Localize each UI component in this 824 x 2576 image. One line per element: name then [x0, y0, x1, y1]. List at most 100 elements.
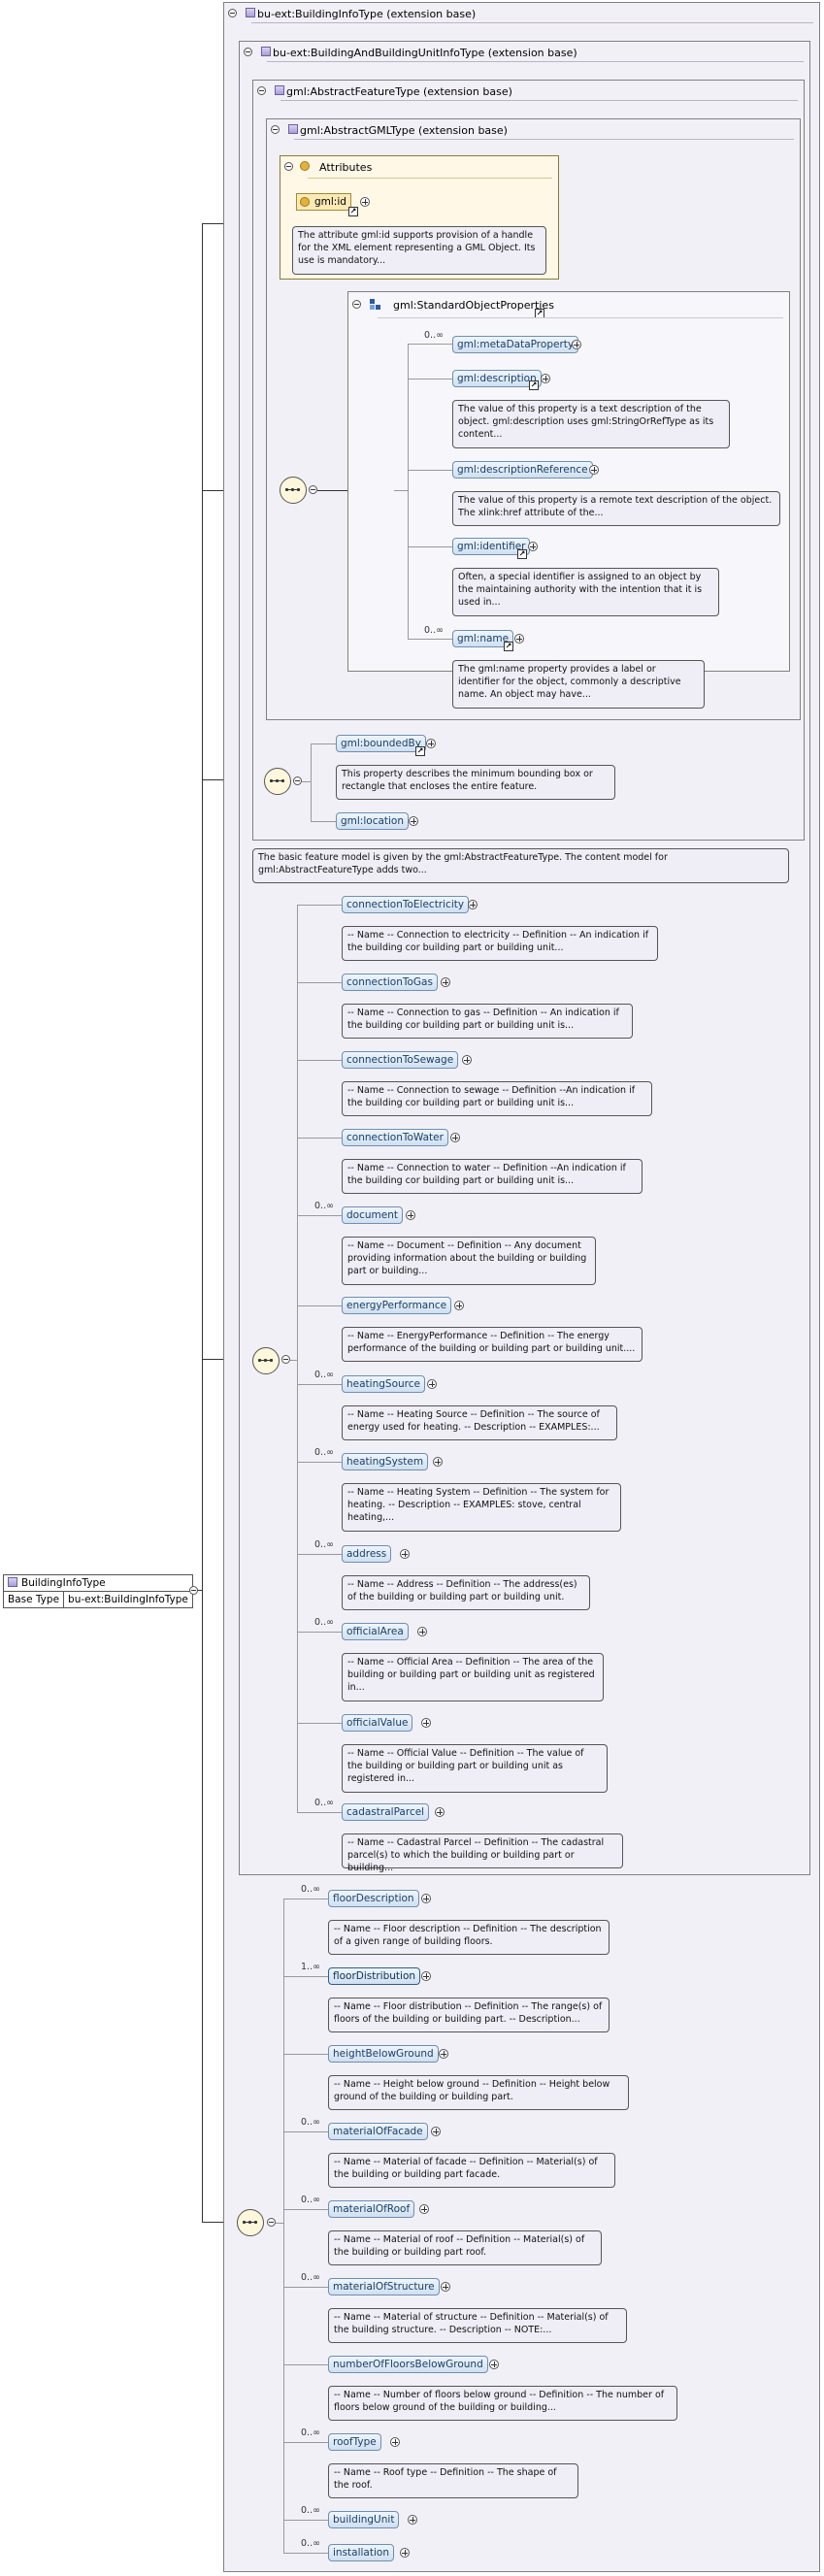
element-numberoffloorsbelowground[interactable]: numberOfFloorsBelowGround	[328, 2356, 488, 2373]
element-rooftype[interactable]: roofType	[328, 2433, 381, 2451]
element-connectiontowater[interactable]: connectionToWater	[342, 1129, 448, 1146]
type-collapse-icon[interactable]	[189, 1586, 198, 1595]
extension-title: bu-ext:BuildingInfoType (extension base)	[257, 8, 477, 20]
attributes-group: Attributes gml:id ↗ The attribute gml:id…	[280, 155, 559, 280]
type-name-cell[interactable]: BuildingInfoType	[3, 1574, 193, 1592]
plus-circle-icon[interactable]	[514, 634, 524, 644]
plus-circle-icon[interactable]	[489, 2360, 499, 2369]
complex-type-icon	[261, 47, 271, 56]
plus-circle-icon[interactable]	[572, 340, 581, 349]
plus-circle-icon[interactable]	[468, 900, 478, 909]
plus-circle-icon[interactable]	[419, 2204, 429, 2214]
plus-circle-icon[interactable]	[454, 1301, 464, 1310]
element-gml-location[interactable]: gml:location	[336, 812, 410, 830]
element-gml-description[interactable]: gml:description	[452, 370, 542, 387]
element-materialofroof[interactable]: materialOfRoof	[328, 2200, 415, 2218]
plus-circle-icon[interactable]	[541, 374, 550, 383]
minus-circle-icon[interactable]	[309, 485, 317, 494]
element-gml-name[interactable]: gml:name	[452, 630, 514, 647]
connectiontosewage-desc: -- Name -- Connection to sewage -- Defin…	[342, 1081, 654, 1118]
extension-header: bu-ext:BuildingAndBuildingUnitInfoType (…	[240, 42, 809, 63]
element-installation[interactable]: installation	[328, 2544, 394, 2561]
plus-circle-icon[interactable]	[431, 2127, 441, 2136]
occurrence-label: 0..∞	[314, 1617, 334, 1628]
element-connectiontoelectricity[interactable]: connectionToElectricity	[342, 896, 470, 913]
attributes-title: Attributes	[319, 161, 373, 174]
extension-header: gml:AbstractFeatureType (extension base)	[253, 81, 804, 102]
link-arrow-icon[interactable]: ↗	[504, 642, 513, 651]
heatingsystem-desc: -- Name -- Heating System -- Definition …	[342, 1483, 623, 1534]
element-heightbelowground[interactable]: heightBelowGround	[328, 2045, 439, 2063]
complex-type-icon	[8, 1577, 17, 1587]
link-arrow-icon[interactable]: ↗	[529, 380, 539, 390]
element-connectiontosewage[interactable]: connectionToSewage	[342, 1051, 459, 1069]
element-officialarea[interactable]: officialArea	[342, 1623, 409, 1640]
plus-circle-icon[interactable]	[400, 1549, 410, 1559]
element-heatingsource[interactable]: heatingSource	[342, 1375, 425, 1393]
element-document[interactable]: document	[342, 1206, 403, 1224]
element-materialofstructure[interactable]: materialOfStructure	[328, 2278, 440, 2295]
plus-circle-icon[interactable]	[390, 2437, 400, 2447]
minus-circle-icon[interactable]	[293, 776, 302, 785]
numberoffloorsbelowground-desc: -- Name -- Number of floors below ground…	[328, 2386, 679, 2423]
element-buildingunit[interactable]: buildingUnit	[328, 2511, 400, 2528]
element-materialoffacade[interactable]: materialOfFacade	[328, 2123, 428, 2140]
plus-circle-icon[interactable]	[439, 2049, 448, 2059]
plus-circle-icon[interactable]	[435, 1807, 445, 1817]
floordistribution-desc: -- Name -- Floor distribution -- Definit…	[328, 1998, 611, 2034]
plus-circle-icon[interactable]	[450, 1133, 460, 1142]
occurrence-label: 0..∞	[314, 1539, 334, 1550]
plus-circle-icon[interactable]	[417, 1627, 427, 1636]
minus-circle-icon[interactable]	[257, 86, 266, 95]
minus-circle-icon[interactable]	[284, 162, 293, 171]
minus-circle-icon[interactable]	[267, 2218, 276, 2227]
tree-line	[408, 344, 409, 639]
element-connectiontogas[interactable]: connectionToGas	[342, 974, 438, 991]
plus-circle-icon[interactable]	[421, 1718, 431, 1728]
plus-circle-icon[interactable]	[406, 1210, 415, 1220]
minus-circle-icon[interactable]	[271, 125, 280, 134]
gml-id-attribute[interactable]: gml:id	[296, 193, 351, 211]
plus-circle-icon[interactable]	[400, 2548, 410, 2558]
plus-circle-icon[interactable]	[360, 197, 370, 207]
minus-circle-icon[interactable]	[228, 9, 237, 17]
occurrence-label: 0..∞	[301, 2505, 320, 2516]
minus-circle-icon[interactable]	[244, 48, 252, 56]
element-officialvalue[interactable]: officialValue	[342, 1714, 413, 1732]
element-floordescription[interactable]: floorDescription	[328, 1890, 419, 1907]
occurrence-label: 0..∞	[301, 2427, 320, 2438]
plus-circle-icon[interactable]	[426, 739, 436, 748]
minus-circle-icon[interactable]	[352, 300, 361, 309]
base-type-label: Base Type	[2, 1591, 65, 1608]
element-address[interactable]: address	[342, 1545, 392, 1563]
element-gml-descriptionreference[interactable]: gml:descriptionReference	[452, 461, 593, 479]
plus-circle-icon[interactable]	[462, 1055, 472, 1065]
materialoffacade-desc: -- Name -- Material of facade -- Definit…	[328, 2153, 617, 2190]
link-arrow-icon[interactable]: ↗	[415, 746, 425, 756]
plus-circle-icon[interactable]	[589, 465, 599, 475]
element-gml-identifier[interactable]: gml:identifier	[452, 538, 531, 555]
occurrence-label: 0..∞	[301, 2538, 320, 2549]
plus-circle-icon[interactable]	[421, 1971, 431, 1981]
connectiontoelectricity-desc: -- Name -- Connection to electricity -- …	[342, 926, 660, 963]
element-heatingsystem[interactable]: heatingSystem	[342, 1453, 429, 1470]
plus-circle-icon[interactable]	[427, 1379, 437, 1389]
extension-title: gml:AbstractFeatureType (extension base)	[286, 85, 512, 98]
element-cadastralparcel[interactable]: cadastralParcel	[342, 1803, 430, 1821]
link-arrow-icon[interactable]: ↗	[517, 549, 527, 559]
plus-circle-icon[interactable]	[421, 1894, 431, 1903]
element-gml-boundedby[interactable]: gml:boundedBy	[336, 735, 426, 752]
plus-circle-icon[interactable]	[433, 1457, 443, 1467]
occurrence-label: 0..∞	[301, 2117, 320, 2128]
plus-circle-icon[interactable]	[441, 2282, 450, 2292]
plus-circle-icon[interactable]	[528, 542, 538, 551]
sequence-compositor-icon	[280, 477, 307, 504]
plus-circle-icon[interactable]	[441, 977, 450, 987]
minus-circle-icon[interactable]	[281, 1355, 290, 1364]
link-arrow-icon[interactable]: ↗	[348, 207, 358, 216]
element-energyperformance[interactable]: energyPerformance	[342, 1297, 452, 1314]
element-floordistribution[interactable]: floorDistribution	[328, 1967, 421, 1985]
plus-circle-icon[interactable]	[408, 2515, 417, 2525]
plus-circle-icon[interactable]	[409, 816, 418, 826]
element-gml-metadataproperty[interactable]: gml:metaDataProperty	[452, 336, 579, 353]
